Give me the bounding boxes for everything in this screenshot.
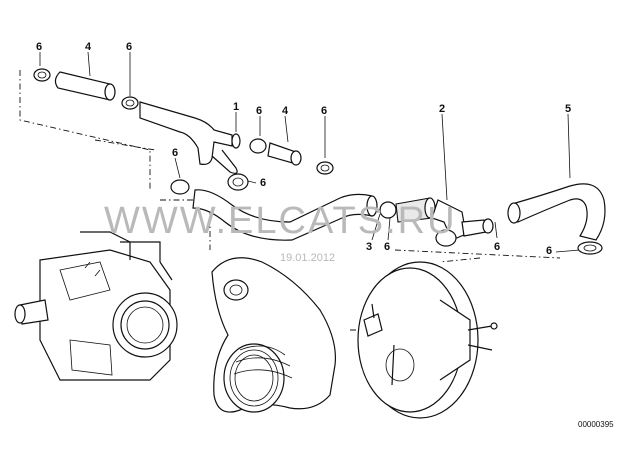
part-label-4: 4 <box>282 105 289 117</box>
part-label-3: 3 <box>366 241 373 253</box>
part-label-6: 6 <box>546 245 553 257</box>
part-label-4: 4 <box>85 41 92 53</box>
upper-hose-set <box>33 68 139 110</box>
curved-hose-5 <box>507 183 606 255</box>
part-label-6: 6 <box>126 41 133 53</box>
watermark-date: 19.01.2012 <box>280 252 336 264</box>
part-label-6: 6 <box>36 41 43 53</box>
t-piece-1 <box>139 101 249 191</box>
part-label-6: 6 <box>260 177 267 189</box>
lower-long-hose <box>170 179 436 241</box>
part-label-6: 6 <box>494 241 501 253</box>
part-label-6: 6 <box>321 105 328 117</box>
watermark-text: WWW.ELCATS.RU <box>104 200 457 242</box>
brake-booster <box>357 261 498 419</box>
part-label-6: 6 <box>384 241 391 253</box>
part-label-6: 6 <box>256 105 263 117</box>
throttle-body <box>14 231 178 381</box>
part-label-2: 2 <box>439 103 446 115</box>
middle-hose-set <box>249 138 334 175</box>
part-label-5: 5 <box>565 103 572 115</box>
part-label-6: 6 <box>172 147 179 159</box>
connector-2 <box>431 199 494 247</box>
part-label-1: 1 <box>233 101 240 113</box>
intake-boot <box>211 257 337 413</box>
drawing-code: 00000395 <box>578 420 614 429</box>
leader-lines <box>39 51 581 253</box>
